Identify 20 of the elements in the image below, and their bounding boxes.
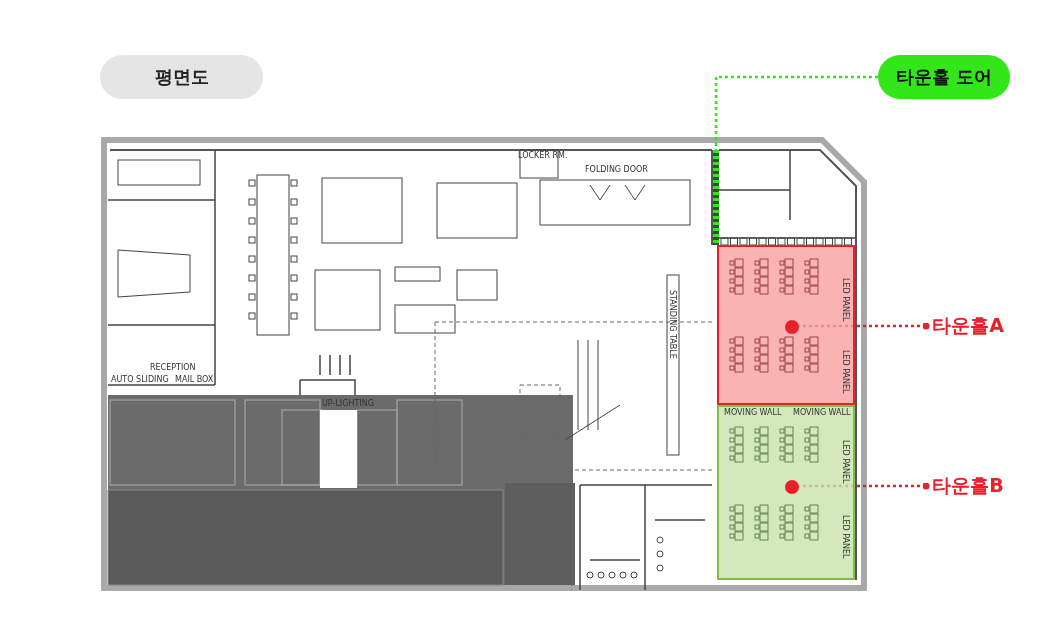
callout-label: 타운홀A — [926, 313, 1010, 339]
panel-label: LED PANEL — [841, 440, 849, 484]
door-strip — [713, 150, 719, 245]
room-label: LOCKER RM. — [518, 152, 568, 160]
page-title: 평면도 — [100, 55, 263, 99]
room-label: RECEPTION — [150, 364, 196, 372]
callout-label: 타운홀B — [926, 473, 1010, 499]
panel-label: LED PANEL — [841, 350, 849, 394]
door-callout: 타운홀 도어 — [878, 55, 1010, 99]
leader-line — [714, 75, 878, 150]
furniture-label: STANDING TABLE — [668, 290, 676, 359]
furniture-label: MAIL BOX — [175, 376, 214, 384]
panel-label: LED PANEL — [841, 515, 849, 559]
marker-dot — [785, 320, 799, 334]
door-label: FOLDING DOOR — [585, 166, 648, 174]
panel-label: LED PANEL — [841, 278, 849, 322]
marker-dot — [785, 480, 799, 494]
wall-label: MOVING WALL — [793, 409, 851, 417]
door-label: AUTO SLIDING — [111, 376, 169, 384]
wall-label: MOVING WALL — [724, 409, 782, 417]
